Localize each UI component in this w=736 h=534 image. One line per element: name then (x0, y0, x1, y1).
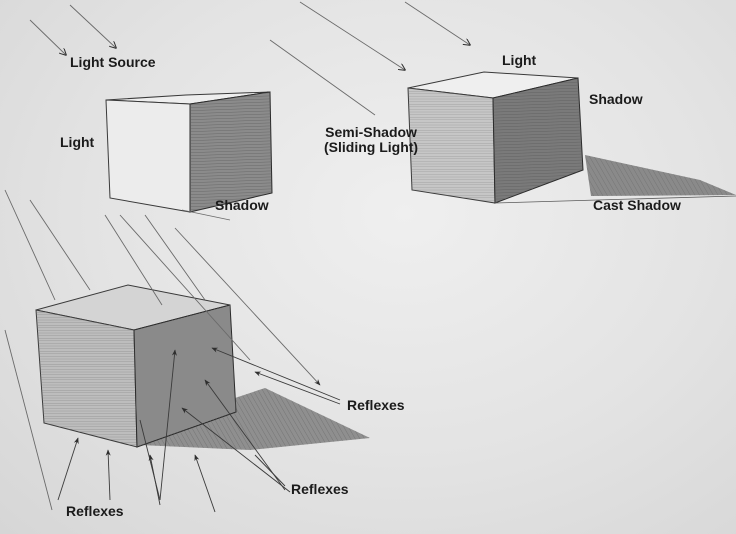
cube-three (35, 284, 370, 450)
cube-two (407, 71, 736, 204)
reflexes-label-bottom-left: Reflexes (66, 503, 124, 519)
cube-one-shadow-label: Shadow (215, 197, 269, 213)
light-rays-top (29, 1, 470, 116)
cube-two-shadow-label: Shadow (589, 91, 643, 107)
cube-two-light-label: Light (502, 52, 537, 68)
light-rays-bottom (4, 189, 321, 511)
reflexes-label-right: Reflexes (347, 397, 405, 413)
semi-shadow-label-line-1: Semi-Shadow (325, 124, 417, 140)
cube-one-light-label: Light (60, 134, 95, 150)
light-source-label: Light Source (70, 54, 156, 70)
semi-shadow-label-line-2: (Sliding Light) (324, 139, 419, 155)
semi-shadow-label: Semi-Shadow (Sliding Light) (324, 125, 418, 155)
reflexes-label-bottom-middle: Reflexes (291, 481, 349, 497)
cast-shadow-label: Cast Shadow (593, 197, 681, 213)
cube-one (105, 91, 273, 221)
reflex-arrows (57, 347, 341, 513)
